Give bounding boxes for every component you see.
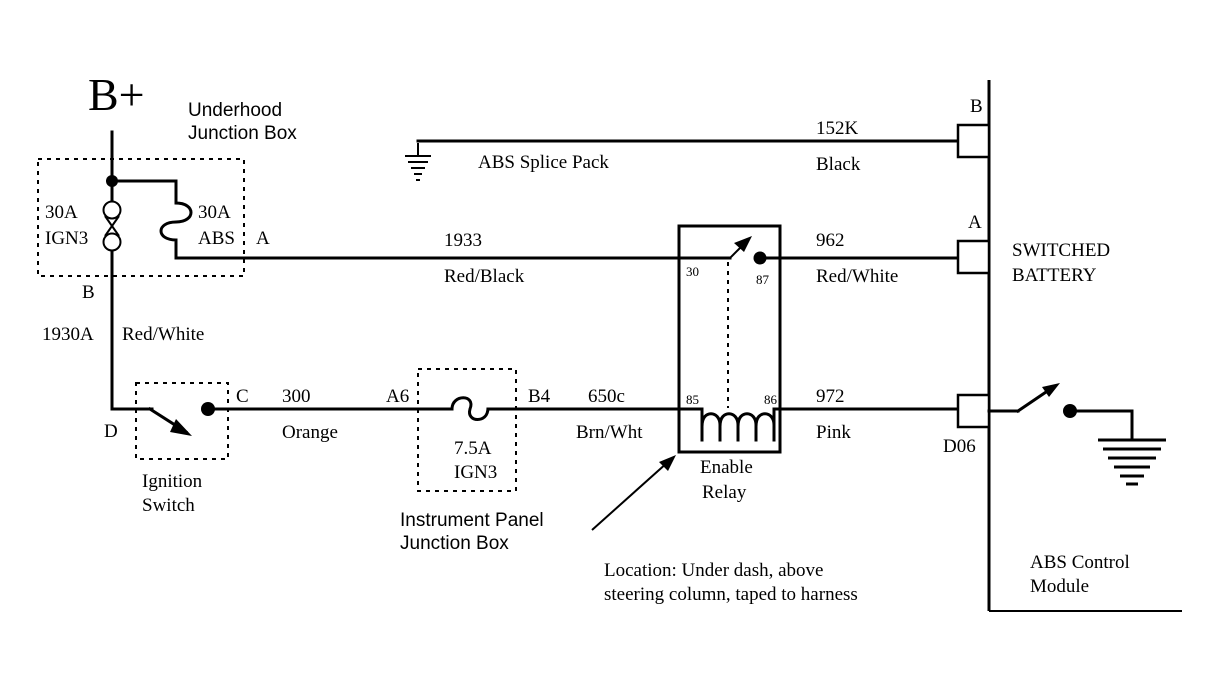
underhood-pin-a: A [256, 228, 270, 249]
underhood-title-1: Underhood [188, 100, 282, 121]
ip-pin-a6: A6 [386, 386, 409, 407]
fuse-ign3-rating: 30A [45, 202, 78, 223]
wire-1930a [110, 278, 154, 411]
ignition-switch-label-2: Switch [142, 495, 195, 516]
wire-1933-circuit: 1933 [444, 230, 482, 251]
wire-152k-color: Black [816, 154, 861, 175]
module-name-2: Module [1030, 576, 1089, 597]
module-name-1: ABS Control [1030, 552, 1130, 573]
splice-label: ABS Splice Pack [478, 152, 609, 173]
switched-battery-2: BATTERY [1012, 265, 1097, 286]
splice-ground-icon [405, 143, 431, 181]
ip-junction-box [417, 368, 517, 492]
location-arrowhead [659, 455, 676, 471]
fuse-ign3-circuit: IGN3 [45, 228, 88, 249]
ip-box-label-1: Instrument Panel [400, 510, 544, 531]
wire-962-circuit: 962 [816, 230, 845, 251]
relay-pin-87: 87 [756, 272, 770, 287]
fuse-abs-circuit: ABS [198, 228, 235, 249]
fuse-ign3-symbol [102, 179, 122, 282]
location-pointer-line [591, 461, 669, 531]
module-ground-switch [987, 383, 1134, 440]
ip-fuse-rating: 7.5A [454, 438, 492, 459]
switch-pin-c: C [236, 386, 249, 407]
wire-1930a-color: Red/White [122, 324, 204, 345]
relay-pin-85: 85 [686, 392, 699, 407]
wire-1933-color: Red/Black [444, 266, 525, 287]
module-pin-a: A [968, 212, 982, 233]
fuse-abs-rating: 30A [198, 202, 231, 223]
switch-pin-d: D [104, 421, 118, 442]
underhood-junction-box: Underhood Junction Box [37, 100, 297, 277]
wire-1930a-circuit: 1930A [42, 324, 94, 345]
wire-972-color: Pink [816, 422, 851, 443]
location-note-2: steering column, taped to harness [604, 584, 858, 605]
relay-pin-30: 30 [686, 264, 699, 279]
wire-650c-circuit: 650c [588, 386, 625, 407]
switched-battery-1: SWITCHED [1012, 240, 1110, 261]
underhood-title-2: Junction Box [188, 123, 297, 144]
wire-152k-circuit: 152K [816, 118, 859, 139]
enable-relay [677, 224, 782, 454]
abs-fuse-feed-wire [110, 179, 178, 205]
relay-pin-86: 86 [764, 392, 778, 407]
underhood-pin-b: B [82, 282, 95, 303]
wire-962-color: Red/White [816, 266, 898, 287]
wire-972-circuit: 972 [816, 386, 845, 407]
relay-label-1: Enable [700, 457, 753, 478]
ip-fuse-circuit: IGN3 [454, 462, 497, 483]
location-note-1: Location: Under dash, above [604, 560, 823, 581]
wire-650c-color: Brn/Wht [576, 422, 643, 443]
wire-300-color: Orange [282, 422, 338, 443]
ip-box-label-2: Junction Box [400, 533, 509, 554]
ignition-switch-label-1: Ignition [142, 471, 203, 492]
ip-pin-b4: B4 [528, 386, 551, 407]
wire-300-circuit: 300 [282, 386, 311, 407]
fuse-abs-symbol [159, 201, 262, 260]
module-pin-b: B [970, 96, 983, 117]
module-ground-icon [1098, 438, 1166, 486]
relay-label-2: Relay [702, 482, 747, 503]
ignition-switch [135, 382, 229, 460]
module-pin-d06: D06 [943, 436, 976, 457]
b-plus-label: B+ [88, 69, 145, 120]
abs-control-module [956, 80, 1182, 612]
